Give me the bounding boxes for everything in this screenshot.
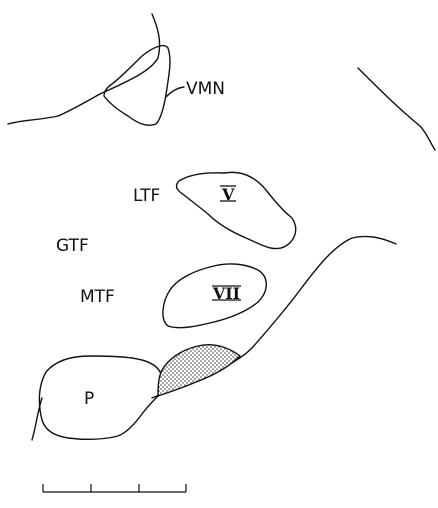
stippled-region <box>158 345 240 396</box>
pyramid-outline <box>39 356 160 439</box>
dorsal-boundary-line <box>8 14 160 124</box>
nucleus-v-outline <box>177 172 296 248</box>
gtf-label: GTF <box>56 236 89 256</box>
mtf-label: MTF <box>80 287 115 307</box>
vmn-leader-line <box>166 87 184 97</box>
vmn-nucleus-outline <box>104 46 170 126</box>
scale-bar <box>43 484 186 492</box>
ltf-label: LTF <box>133 186 160 206</box>
p-label: P <box>84 389 94 409</box>
pyramid-tail-line <box>32 398 42 440</box>
nucleus-vii-numeral: VII <box>212 284 241 303</box>
lateral-boundary-line <box>358 68 435 150</box>
vmn-label: VMN <box>186 79 225 99</box>
nucleus-v-numeral: V <box>220 185 236 204</box>
